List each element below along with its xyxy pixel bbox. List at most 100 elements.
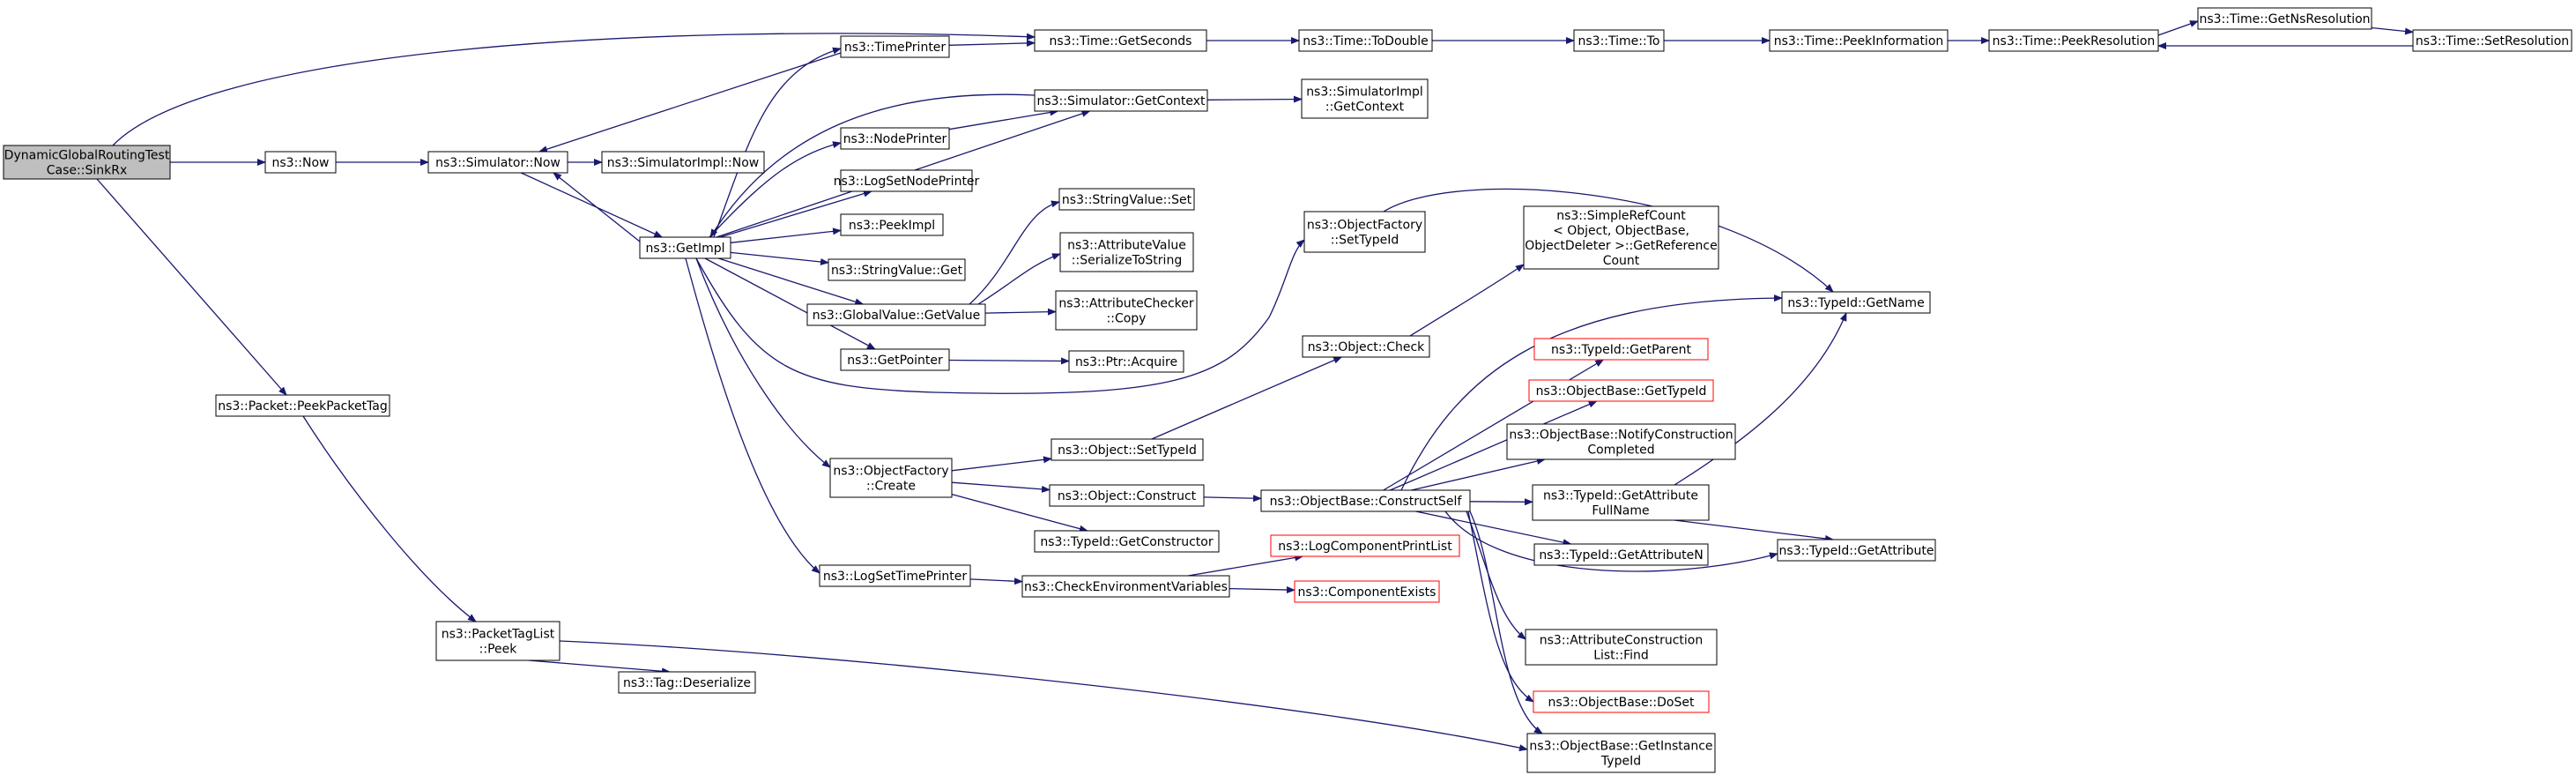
- node-avser[interactable]: ns3::AttributeValue::SerializeToString: [1059, 232, 1194, 272]
- node-box[interactable]: [215, 394, 390, 417]
- node-box[interactable]: [639, 236, 731, 259]
- node-simplerefcount[interactable]: ns3::SimpleRefCount< Object, ObjectBase,…: [1523, 205, 1719, 270]
- node-objconstruct[interactable]: ns3::Object::Construct: [1049, 484, 1205, 507]
- node-box[interactable]: [1302, 335, 1430, 358]
- node-objsettypeid[interactable]: ns3::Object::SetTypeId: [1050, 438, 1204, 461]
- node-box[interactable]: [840, 127, 950, 150]
- node-box[interactable]: [1988, 29, 2159, 52]
- node-box[interactable]: [819, 564, 971, 587]
- node-accopy[interactable]: ns3::AttributeChecker::Copy: [1055, 290, 1198, 331]
- node-box[interactable]: [1781, 291, 1931, 314]
- node-box[interactable]: [1506, 423, 1736, 460]
- node-peekpackettag[interactable]: ns3::Packet::PeekPacketTag: [215, 394, 390, 417]
- node-box[interactable]: [1532, 484, 1710, 521]
- node-box[interactable]: [828, 258, 966, 281]
- node-box[interactable]: [840, 348, 950, 371]
- node-box[interactable]: [1049, 484, 1205, 507]
- node-setres[interactable]: ns3::Time::SetResolution: [2412, 29, 2572, 52]
- node-ptracquire[interactable]: ns3::Ptr::Acquire: [1068, 350, 1184, 373]
- node-box[interactable]: [1034, 29, 1207, 52]
- node-getpointer[interactable]: ns3::GetPointer: [840, 348, 950, 371]
- node-box[interactable]: [1055, 290, 1198, 331]
- node-obconstructself[interactable]: ns3::ObjectBase::ConstructSelf: [1260, 489, 1471, 512]
- node-obdoset[interactable]: ns3::ObjectBase::DoSet: [1533, 690, 1710, 713]
- node-timeprinter[interactable]: ns3::TimePrinter: [840, 35, 950, 58]
- node-box[interactable]: [840, 35, 950, 58]
- node-timeto[interactable]: ns3::Time::To: [1573, 29, 1665, 52]
- node-logsetnodeprinter[interactable]: ns3::LogSetNodePrinter: [834, 169, 980, 192]
- node-box[interactable]: [264, 151, 337, 174]
- node-getseconds[interactable]: ns3::Time::GetSeconds: [1034, 29, 1207, 52]
- node-typeidgetctor[interactable]: ns3::TypeId::GetConstructor: [1034, 530, 1220, 553]
- node-tagdeser[interactable]: ns3::Tag::Deserialize: [618, 671, 756, 694]
- node-peekres[interactable]: ns3::Time::PeekResolution: [1988, 29, 2159, 52]
- node-box[interactable]: [1777, 539, 1936, 562]
- node-box[interactable]: [1034, 530, 1220, 553]
- node-box[interactable]: [601, 151, 765, 174]
- node-nodeprinter[interactable]: ns3::NodePrinter: [840, 127, 950, 150]
- node-stringvalueset[interactable]: ns3::StringValue::Set: [1058, 188, 1195, 211]
- node-todouble[interactable]: ns3::Time::ToDouble: [1298, 29, 1433, 52]
- node-box[interactable]: [1059, 232, 1194, 272]
- node-box[interactable]: [1034, 89, 1208, 112]
- node-ptlpeek[interactable]: ns3::PacketTagList::Peek: [435, 621, 560, 661]
- node-box[interactable]: [1533, 690, 1710, 713]
- node-typeidgetattrn[interactable]: ns3::TypeId::GetAttributeN: [1533, 543, 1709, 566]
- node-simimplgetctx[interactable]: ns3::SimulatorImpl::GetContext: [1301, 78, 1429, 119]
- node-getimpl[interactable]: ns3::GetImpl: [639, 236, 731, 259]
- node-box[interactable]: [1294, 580, 1440, 603]
- node-stringvalueget[interactable]: ns3::StringValue::Get: [828, 258, 966, 281]
- node-ofsettypeid[interactable]: ns3::ObjectFactory::SetTypeId: [1303, 211, 1426, 253]
- node-box[interactable]: [3, 145, 171, 180]
- node-box[interactable]: [1270, 534, 1460, 557]
- node-box[interactable]: [618, 671, 756, 694]
- node-logsettimeprinter[interactable]: ns3::LogSetTimePrinter: [819, 564, 971, 587]
- node-box[interactable]: [840, 169, 973, 192]
- node-globalvalueget[interactable]: ns3::GlobalValue::GetValue: [806, 303, 986, 326]
- node-box[interactable]: [1058, 188, 1195, 211]
- node-box[interactable]: [1526, 733, 1716, 773]
- node-checkenv[interactable]: ns3::CheckEnvironmentVariables: [1021, 575, 1230, 598]
- node-box[interactable]: [1769, 29, 1949, 52]
- node-getnsres[interactable]: ns3::Time::GetNsResolution: [2197, 7, 2372, 30]
- node-box[interactable]: [2197, 7, 2372, 30]
- node-ofcreate[interactable]: ns3::ObjectFactory::Create: [829, 458, 953, 498]
- node-box[interactable]: [840, 213, 944, 236]
- node-box[interactable]: [1260, 489, 1471, 512]
- node-box[interactable]: [1050, 438, 1204, 461]
- node-box[interactable]: [806, 303, 986, 326]
- node-typeidgetname[interactable]: ns3::TypeId::GetName: [1781, 291, 1931, 314]
- node-box[interactable]: [1301, 78, 1429, 119]
- node-peekimpl[interactable]: ns3::PeekImpl: [840, 213, 944, 236]
- node-box[interactable]: [1525, 629, 1718, 666]
- node-compexists[interactable]: ns3::ComponentExists: [1294, 580, 1440, 603]
- node-box[interactable]: [2412, 29, 2572, 52]
- node-obnotify[interactable]: ns3::ObjectBase::NotifyConstructionCompl…: [1506, 423, 1736, 460]
- node-box[interactable]: [1533, 338, 1709, 361]
- node-box[interactable]: [1533, 543, 1709, 566]
- node-simgetctx[interactable]: ns3::Simulator::GetContext: [1034, 89, 1208, 112]
- node-box[interactable]: [435, 621, 560, 661]
- node-box[interactable]: [1021, 575, 1230, 598]
- node-simimplnow[interactable]: ns3::SimulatorImpl::Now: [601, 151, 765, 174]
- node-simnow[interactable]: ns3::Simulator::Now: [427, 151, 568, 174]
- node-box[interactable]: [427, 151, 568, 174]
- node-now[interactable]: ns3::Now: [264, 151, 337, 174]
- node-box[interactable]: [829, 458, 953, 498]
- node-box[interactable]: [1303, 211, 1426, 253]
- node-box[interactable]: [1528, 379, 1714, 402]
- node-logcomplist[interactable]: ns3::LogComponentPrintList: [1270, 534, 1460, 557]
- node-typeidgetattr[interactable]: ns3::TypeId::GetAttribute: [1777, 539, 1936, 562]
- node-box[interactable]: [1523, 205, 1719, 270]
- node-objcheck[interactable]: ns3::Object::Check: [1302, 335, 1430, 358]
- node-typeidgetparent[interactable]: ns3::TypeId::GetParent: [1533, 338, 1709, 361]
- node-box[interactable]: [1573, 29, 1665, 52]
- node-obgettypeid[interactable]: ns3::ObjectBase::GetTypeId: [1528, 379, 1714, 402]
- node-box[interactable]: [1068, 350, 1184, 373]
- node-box[interactable]: [1298, 29, 1433, 52]
- node-peekinfo[interactable]: ns3::Time::PeekInformation: [1769, 29, 1949, 52]
